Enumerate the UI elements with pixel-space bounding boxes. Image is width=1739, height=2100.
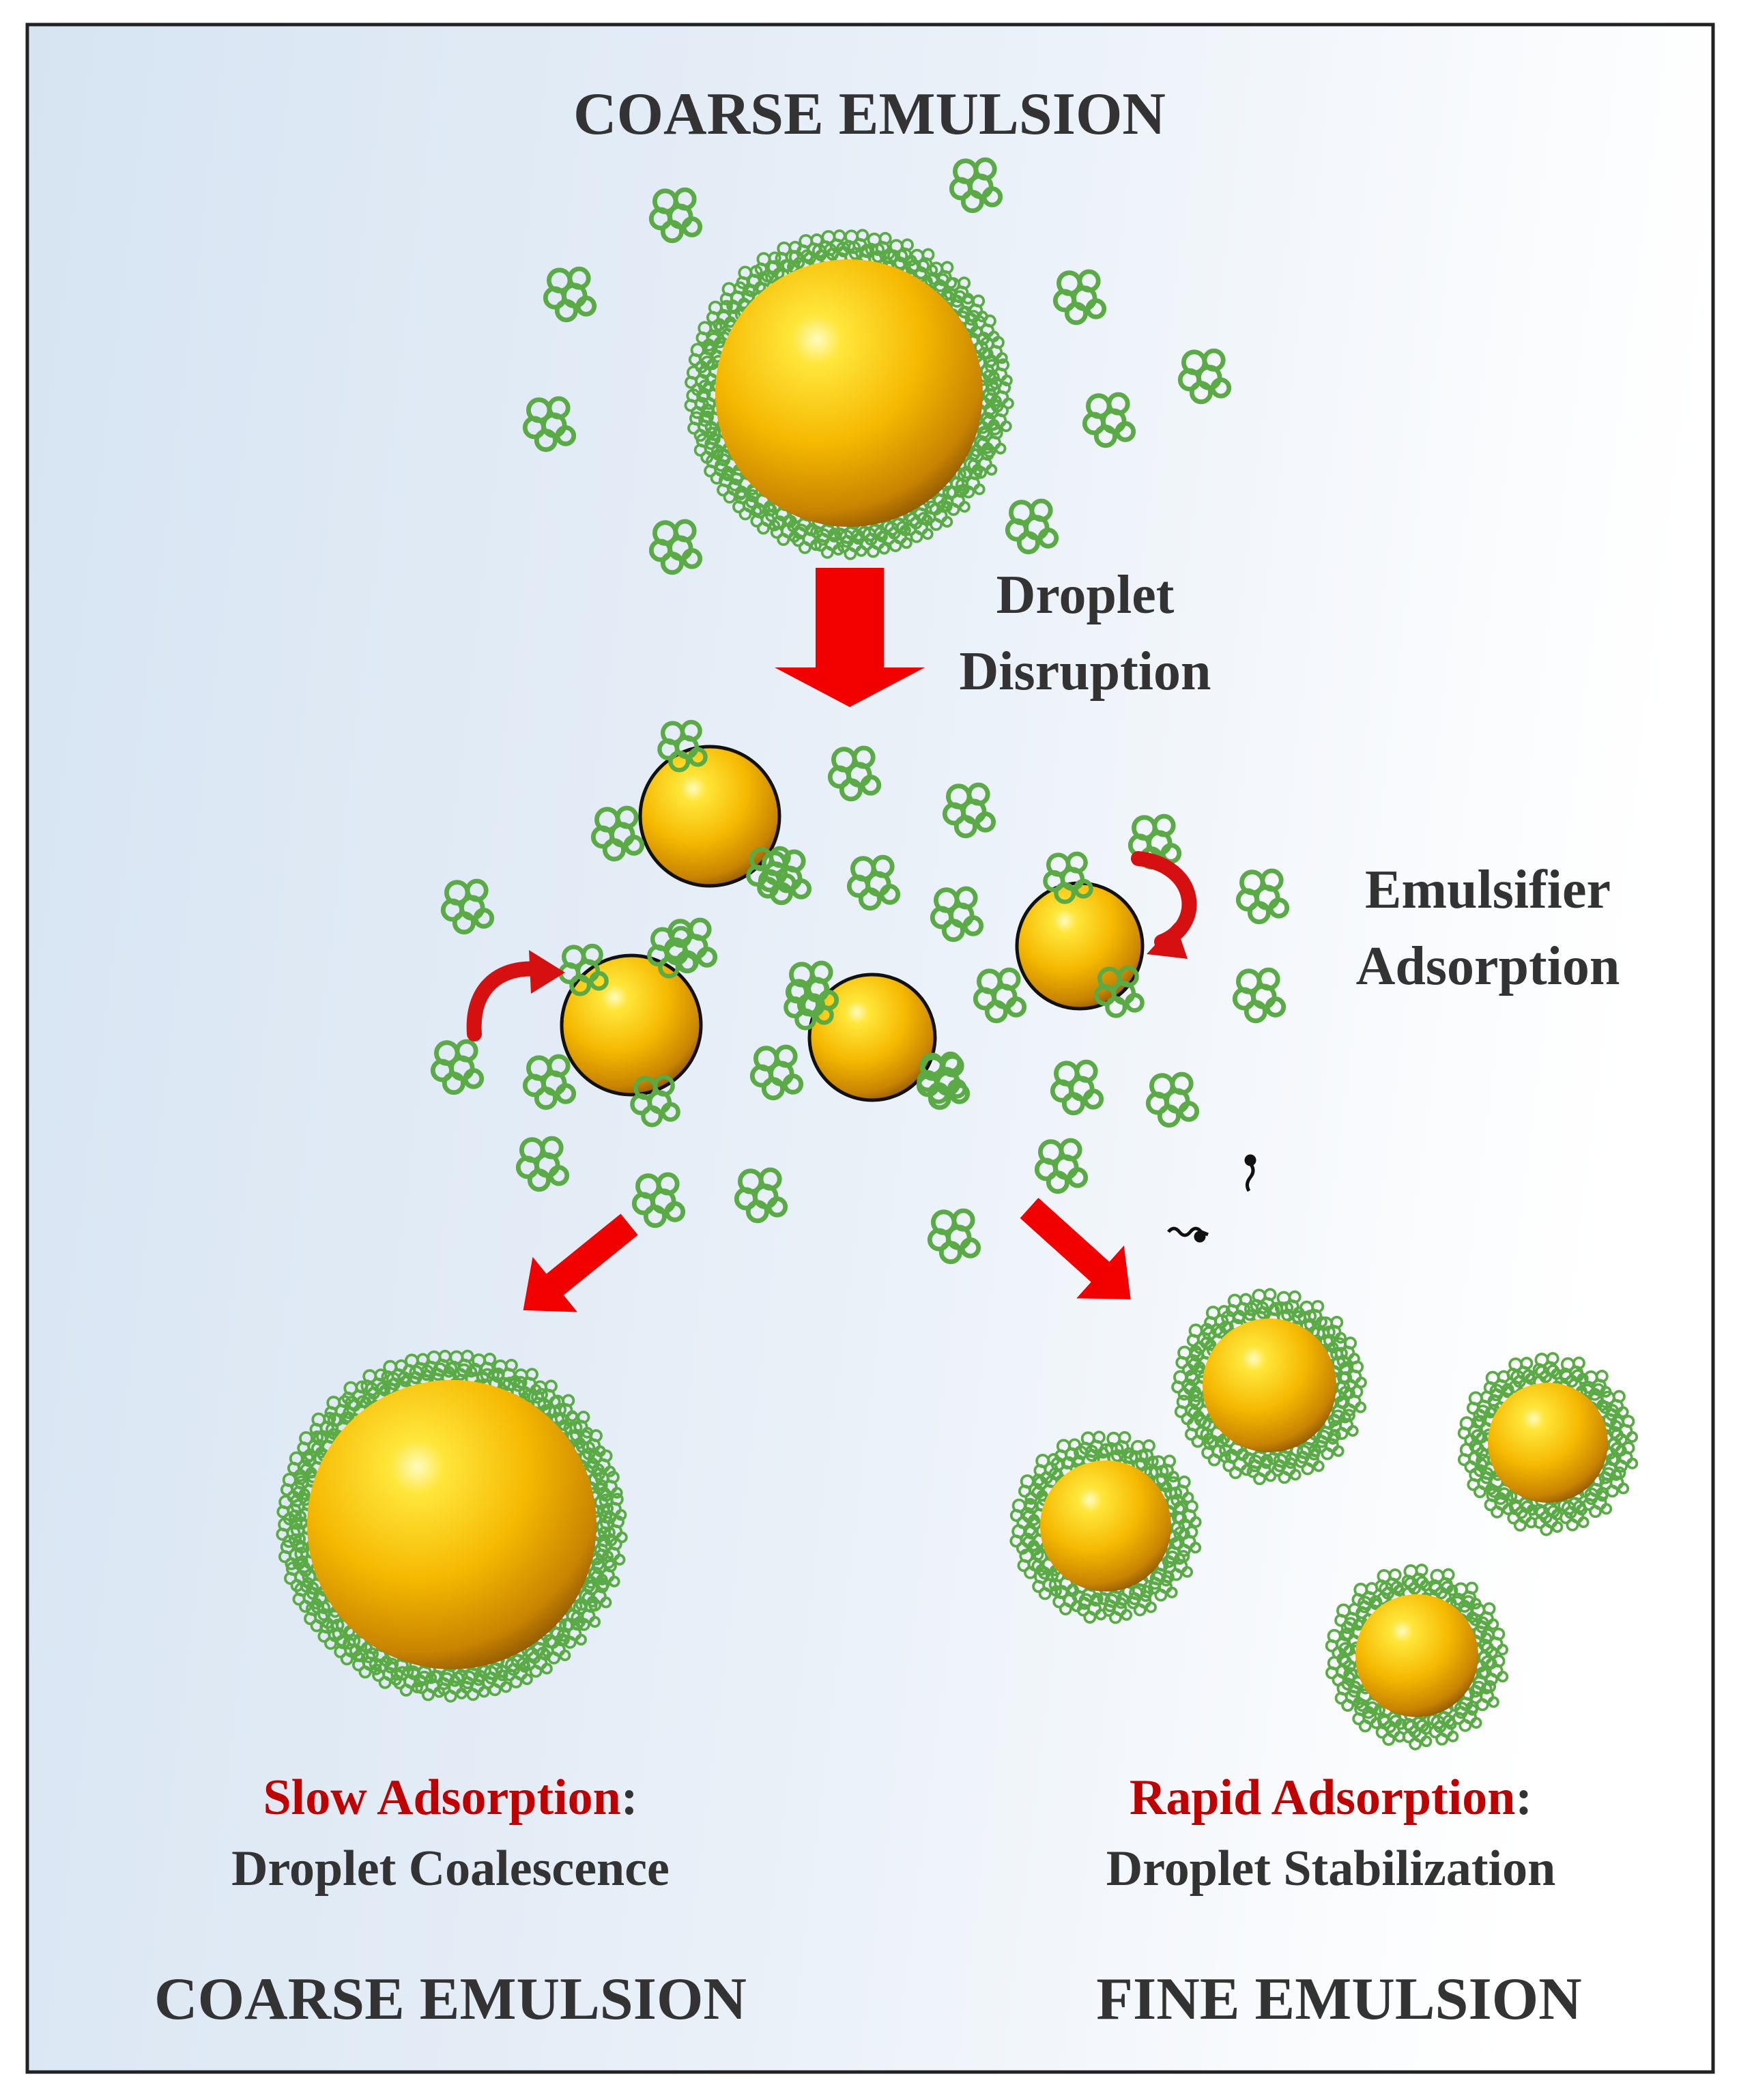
small-droplet-icon xyxy=(1015,881,1145,1011)
disruption-arrow-icon xyxy=(775,568,925,707)
fine-droplet-icon xyxy=(1203,1319,1336,1452)
top-title: COARSE EMULSION xyxy=(573,81,1166,147)
oil-droplets xyxy=(307,259,1608,1717)
right-diagonal-arrow-icon xyxy=(1020,1198,1131,1299)
adsorption-label-line1: Emulsifier xyxy=(1365,860,1611,920)
left-outcome-heading: Slow Adsorption: xyxy=(263,1770,638,1826)
curved-arrow-left-icon xyxy=(466,950,565,1041)
disruption-label-line1: Droplet xyxy=(996,565,1175,625)
fine-droplet-icon xyxy=(1355,1594,1478,1717)
rapid-adsorption-label: Rapid Adsorption xyxy=(1130,1770,1515,1826)
fine-droplet-icon xyxy=(1488,1383,1608,1503)
left-emulsion-label: COARSE EMULSION xyxy=(154,1966,747,2032)
small-droplet-icon xyxy=(638,745,781,888)
disruption-label: Droplet Disruption xyxy=(960,565,1211,702)
left-colon: : xyxy=(621,1770,638,1826)
coarse-droplet-icon xyxy=(715,259,983,527)
right-emulsion-label: FINE EMULSION xyxy=(1096,1966,1581,2032)
small-droplet-icon xyxy=(807,973,937,1102)
slow-adsorption-label: Slow Adsorption xyxy=(263,1770,621,1826)
adsorption-label-line2: Adsorption xyxy=(1356,936,1620,996)
adsorption-label: Emulsifier Adsorption xyxy=(1356,860,1620,996)
left-diagonal-arrow-icon xyxy=(523,1213,638,1312)
fine-droplet-icon xyxy=(1040,1461,1171,1592)
curved-arrow-right-icon xyxy=(1131,851,1197,959)
right-outcome-result: Droplet Stabilization xyxy=(1106,1841,1555,1897)
left-outcome-result: Droplet Coalescence xyxy=(231,1841,670,1897)
disruption-label-line2: Disruption xyxy=(960,642,1211,702)
coalesced-droplet-icon xyxy=(307,1380,597,1669)
right-outcome-heading: Rapid Adsorption: xyxy=(1130,1770,1532,1826)
right-colon: : xyxy=(1515,1770,1532,1826)
squiggle-mark-icon xyxy=(1167,1154,1256,1243)
